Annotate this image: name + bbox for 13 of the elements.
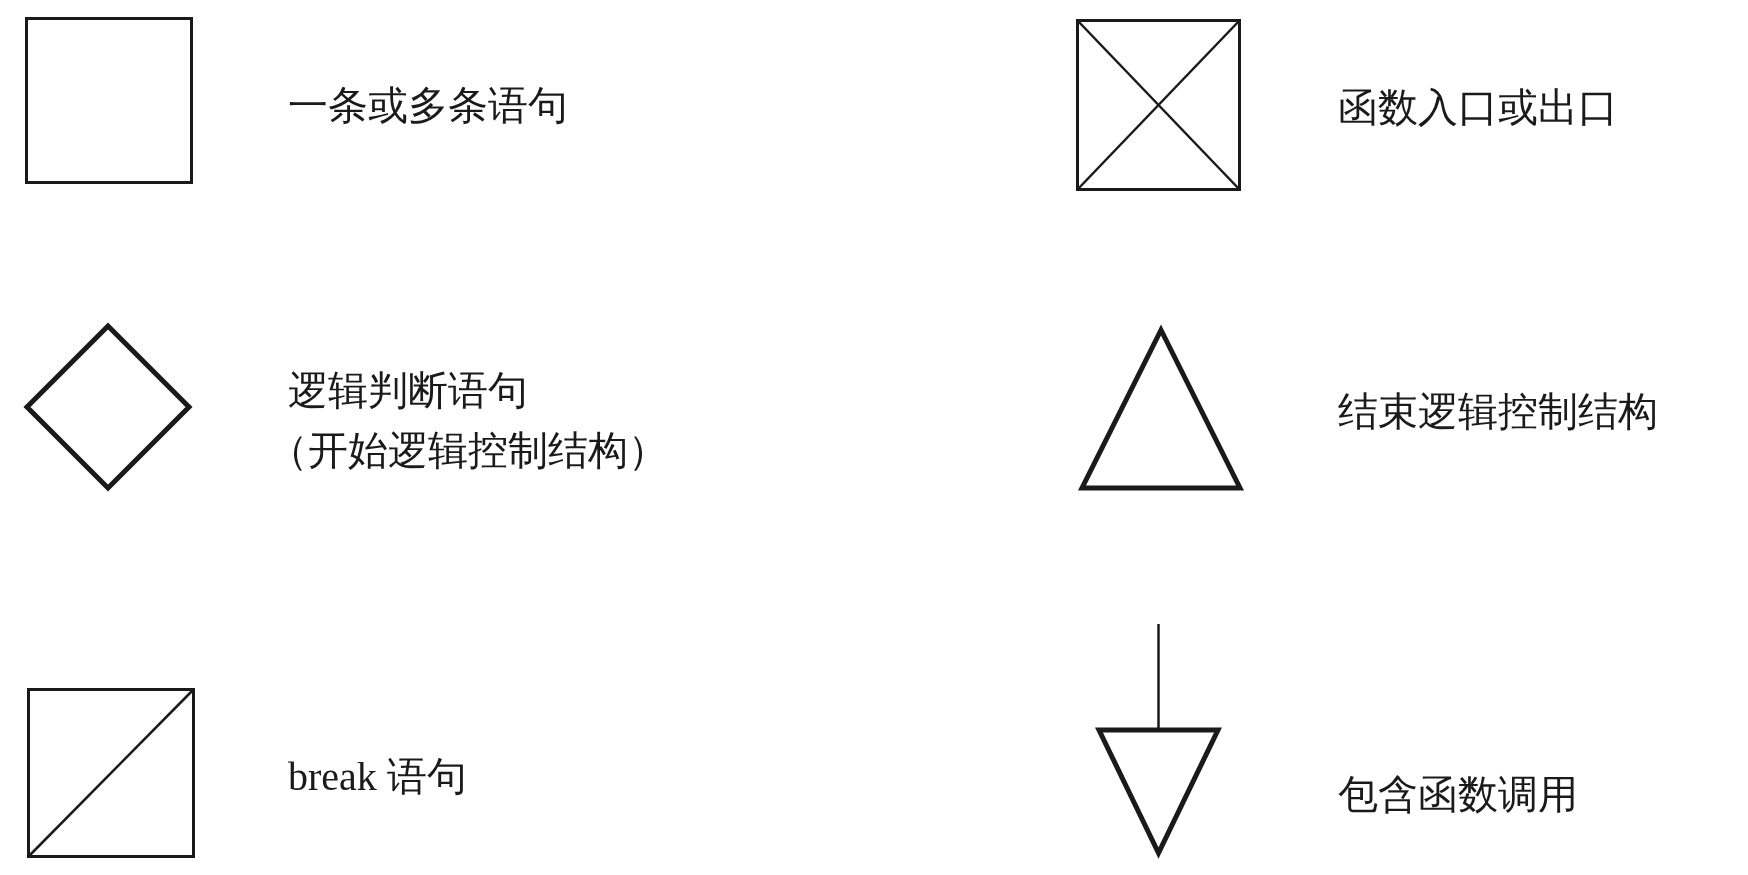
triangle: [1079, 327, 1243, 491]
symbol-description: 函数入口或出口: [1338, 84, 1618, 132]
crossed-box: [1076, 19, 1241, 191]
symbol-description: 结束逻辑控制结构: [1338, 388, 1658, 436]
statement-box: [25, 17, 193, 184]
symbol-description: break 语句: [288, 753, 467, 801]
symbol-description: （开始逻辑控制结构）: [268, 427, 668, 475]
slashed-box: [27, 688, 195, 858]
stemmed-triangle: [1096, 624, 1221, 856]
symbol-description: 包含函数调用: [1338, 771, 1578, 819]
decision-diamond: [24, 323, 192, 491]
symbol-description: 一条或多条语句: [288, 82, 568, 130]
symbol-description: 逻辑判断语句: [288, 367, 528, 415]
